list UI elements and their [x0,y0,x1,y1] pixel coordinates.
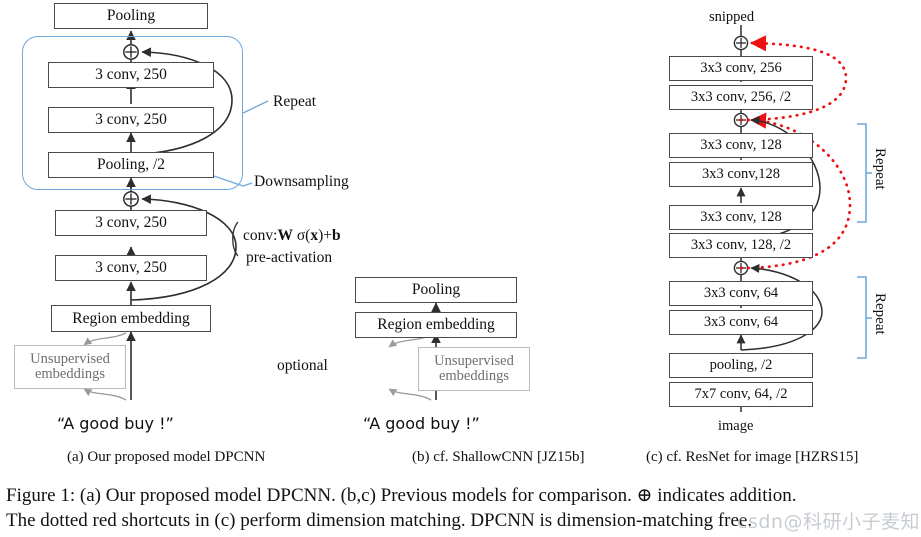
panel-a-input-text: “A good buy !” [57,414,174,433]
panel-a-box-conv-fourth: 3 conv, 250 [55,255,207,281]
panel-c-bottom-label: image [718,418,754,434]
panel-a-box-conv-top: 3 conv, 250 [48,62,214,88]
panel-a-optional-label: optional [277,357,328,374]
panel-c-repeat-label-lower: Repeat [872,293,888,335]
panel-b-box-pooling: Pooling [355,277,517,303]
panel-a-unsupervised-embeddings: Unsupervised embeddings [14,345,126,389]
panel-a-box-conv-second: 3 conv, 250 [48,107,214,133]
panel-c-repeat-brackets [857,123,872,359]
panel-a-repeat-block [22,36,243,190]
add-node-c2 [733,112,749,128]
panel-a-downsampling-label: Downsampling [254,173,349,190]
panel-c-box-conv256: 3x3 conv, 256 [669,56,813,81]
add-node-c1 [733,35,749,51]
panel-a-pre-activation-label: pre-activation [246,249,333,266]
panel-c-box-conv7x7: 7x7 conv, 64, /2 [669,382,813,407]
panel-a-repeat-label: Repeat [273,93,317,110]
conv-formula-text: conv:W σ(x)+b [243,227,341,244]
panel-c-box-conv256-half: 3x3 conv, 256, /2 [669,85,813,110]
panel-c-box-pooling: pooling, /2 [669,353,813,378]
panel-a-subcaption: (a) Our proposed model DPCNN [67,449,266,465]
panel-a-input-text-value: “A good buy !” [57,414,174,433]
panel-b-box-region-embedding: Region embedding [355,312,517,338]
panel-c-top-label: snipped [709,9,755,25]
add-node-lower [123,191,139,207]
panel-b-subcaption: (b) cf. ShallowCNN [JZ15b] [412,449,585,465]
panel-a-box-pooling: Pooling [54,3,208,29]
panel-c-repeat-label-upper: Repeat [872,148,888,190]
panel-a-box-conv-third: 3 conv, 250 [55,210,207,236]
panel-c-box-conv128-half: 3x3 conv, 128, /2 [669,233,813,258]
panel-c-box-conv128-a: 3x3 conv, 128 [669,133,813,158]
panel-c-box-conv64-b: 3x3 conv, 64 [669,310,813,335]
panel-c-box-conv64-a: 3x3 conv, 64 [669,281,813,306]
conv-annotation-hook [232,221,239,257]
panel-b-input-text-value: “A good buy !” [363,414,480,433]
panel-b-input-text: “A good buy !” [363,414,480,433]
panel-a-box-region-embedding: Region embedding [51,305,211,332]
panel-c-box-conv128-b: 3x3 conv,128 [669,162,813,187]
figure-caption-line-2: The dotted red shortcuts in (c) perform … [6,510,753,532]
panel-a-conv-formula-label: conv:W σ(x)+b [243,228,341,244]
panel-b-unsupervised-embeddings: Unsupervised embeddings [418,347,530,391]
figure-caption: Figure 1: (a) Our proposed model DPCNN. … [6,483,918,533]
panel-c-box-conv128-c: 3x3 conv, 128 [669,205,813,230]
figure-caption-line-1: Figure 1: (a) Our proposed model DPCNN. … [6,485,797,506]
panel-c-subcaption: (c) cf. ResNet for image [HZRS15] [646,449,859,465]
panel-a-box-pooling-downsample: Pooling, /2 [48,152,214,178]
watermark: csdn@科研小子麦知 [737,511,920,533]
add-node-c3 [733,260,749,276]
